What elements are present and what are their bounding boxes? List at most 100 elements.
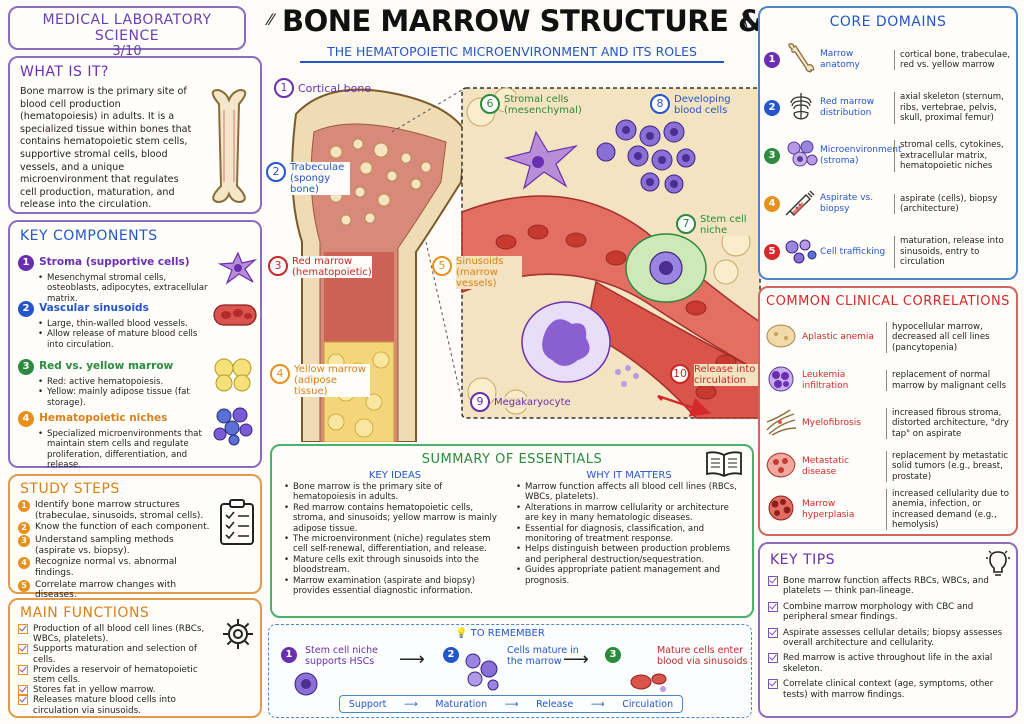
domain-name: Cell trafficking [820,246,886,257]
domain-number: 4 [764,196,780,212]
sinusoid-icon [213,304,257,326]
aplastic-icon [764,322,802,354]
clinical-title: COMMON CLINICAL CORRELATIONS [766,294,1010,309]
page-subtitle: THE HEMATOPOIETIC MICROENVIRONMENT AND I… [300,44,724,63]
condition-name: Myelofibrosis [802,418,861,428]
core-domains-title: CORE DOMAINS [829,14,947,30]
why-it-matters-title: WHY IT MATTERS [586,470,672,481]
adipocyte-icon [214,358,252,392]
remember-step-text: Mature cells enter blood via sinusoids [657,645,748,667]
function-text: Provides a reservoir of hematopoietic st… [33,664,198,686]
domain-desc: maturation, release into sinusoids, entr… [894,236,1016,268]
component-bullet: Allow release of mature blood cells into… [38,329,216,350]
label-trabeculae: 2 Trabeculae (spongy bone) [266,162,350,195]
component-title: Vascular sinusoids [39,302,149,314]
label-yellow-marrow: 4 Yellow marrow (adipose tissue) [270,364,370,397]
main-functions-title: MAIN FUNCTIONS [20,605,150,621]
blood-cells-icon [630,673,667,692]
why-item: Marrow function affects all blood cell l… [516,482,742,503]
component-bullet: Mesenchymal stromal cells, osteoblasts, … [38,273,216,304]
label-number: 10 [670,364,690,384]
component-bullet: Large, thin-walled blood vessels. [38,319,216,330]
step-text: Know the function of each component. [35,522,210,533]
key-components-panel: KEY COMPONENTS 1 Stroma (supportive cell… [8,220,262,471]
component-item: 2 Vascular sinusoids Large, thin-walled … [18,296,216,354]
flow-item: Support [348,698,387,710]
page-title: BONE MARROW STRUCTURE & FUNCTION [282,4,937,38]
syringe-icon [784,187,820,221]
function-text: Releases mature blood cells into circula… [33,695,176,716]
label-number: 5 [432,256,452,276]
maturing-cells-icon [465,653,499,691]
domain-name: Microenvironment (stroma) [820,145,902,166]
lightbulb-icon [986,550,1010,576]
condition-desc: increased cellularity due to anemia, inf… [886,488,1016,531]
remember-step-number: 3 [605,647,621,663]
label-text: Stromal cells (mesenchymal) [504,94,582,116]
label-number: 2 [266,162,286,182]
why-item: Guides appropriate patient management an… [516,565,742,586]
to-remember-label: TO REMEMBER [470,628,545,639]
flow-item: Release [536,698,574,710]
what-is-it-panel: WHAT IS IT? Bone marrow is the primary s… [8,56,262,214]
page-number: 3/10 [112,44,142,59]
label-red-marrow: 3 Red marrow (hematopoietic) [268,256,372,278]
function-item: Provides a reservoir of hematopoietic st… [18,664,218,686]
subject-label: MEDICAL LABORATORY SCIENCE [42,12,212,44]
label-number: 1 [274,78,294,98]
component-number: 3 [18,359,34,375]
why-it-matters-list: Marrow function affects all blood cell l… [516,482,742,586]
component-item: 1 Stroma (supportive cells) Mesenchymal … [18,250,216,304]
function-text: Stores fat in yellow marrow. [33,685,156,696]
flow-item: Circulation [622,698,674,710]
domain-desc: cortical bone, trabeculae, red vs. yello… [894,49,1016,71]
hyperplasia-icon [764,494,802,526]
step-text: Correlate marrow changes with diseases. [35,579,177,601]
label-text: Trabeculae (spongy bone) [290,162,350,195]
domain-name: Marrow anatomy [820,49,860,70]
checkbox-icon [18,624,28,634]
condition-desc: replacement of normal marrow by malignan… [886,370,1016,391]
what-is-it-text: Bone marrow is the primary site of blood… [20,86,192,211]
domain-desc: aspirate (cells), biopsy (architecture) [894,193,1016,215]
remember-step-text: Cells mature in the marrow [507,645,579,667]
stromal-cell-icon [218,251,258,285]
remember-step-number: 1 [281,647,297,663]
checkbox-icon [18,695,28,706]
clinical-row: Leukemia infiltration replacement of norm… [764,359,1016,402]
domain-desc: axial skeleton (sternum, ribs, vertebrae… [894,92,1016,124]
study-step: 5 Correlate marrow changes with diseases. [18,579,214,601]
domain-name: Aspirate vs. biopsy [820,193,874,214]
label-text: Red marrow (hematopoietic) [292,256,372,278]
step-number: 5 [18,579,30,592]
key-idea-item: Marrow examination (aspirate and biopsy)… [284,576,506,597]
label-release: 10 Release into circulation [670,364,760,386]
label-sinusoids: 5 Sinusoids (marrow vessels) [432,256,522,289]
tip-text: Red marrow is active throughout life in … [783,653,993,674]
lightbulb-icon: 💡 [455,628,468,639]
label-number: 4 [270,364,290,384]
checkbox-icon [768,627,778,638]
key-tips-title: KEY TIPS [770,552,836,568]
tip-text: Aspirate assesses cellular details; biop… [783,627,1003,649]
function-item: Supports maturation and selection of cel… [18,644,218,665]
domain-desc: stromal cells, cytokines, extracellular … [894,140,1016,172]
key-idea-item: Mature cells exit through sinusoids into… [284,555,506,576]
function-item: Releases mature blood cells into circula… [18,695,218,716]
component-bullet: Specialized microenvironments that maint… [38,429,216,471]
condition-name: Leukemia infiltration [802,369,849,391]
condition-desc: hypocellular marrow, decreased all cell … [886,321,1016,354]
niche-cells-icon [213,407,253,446]
flow-arrow-icon: ⟶ [590,698,605,710]
condition-name: Aplastic anemia [802,332,874,342]
bone-icon [784,43,820,77]
bone-illustration [211,88,247,204]
function-text: Supports maturation and selection of cel… [33,644,197,665]
label-number: 6 [480,94,500,114]
